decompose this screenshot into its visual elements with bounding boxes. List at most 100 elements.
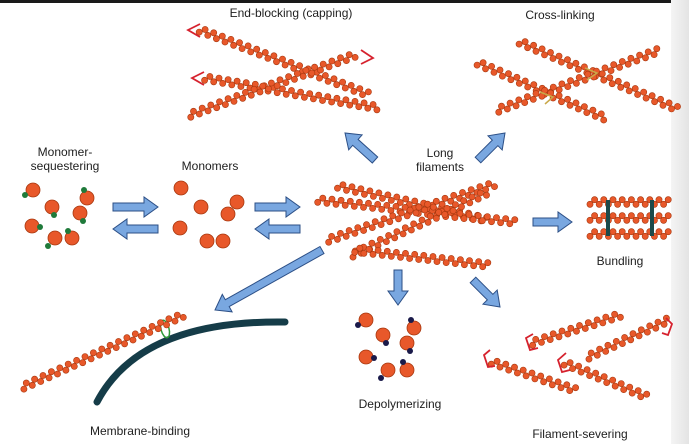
actin-subunit [378, 251, 386, 259]
actin-subunit [646, 322, 654, 330]
actin-subunit [496, 363, 504, 371]
actin-subunit [600, 373, 608, 380]
actin-subunit [210, 29, 218, 37]
actin-subunit [253, 45, 261, 53]
actin-subunit [137, 332, 145, 340]
actin-subunit [165, 315, 173, 323]
actin-subunit [267, 79, 275, 87]
actin-subunit [31, 375, 38, 383]
actin-subunit [618, 228, 626, 236]
bundling-protein [650, 200, 654, 236]
actin-subunit [619, 340, 626, 347]
membrane-bound-filament [20, 311, 187, 393]
actin-subunit [628, 228, 635, 236]
actin-subunit [333, 81, 341, 89]
actin-subunit [233, 77, 241, 85]
actin-subunit [140, 326, 148, 334]
actin-subunit [476, 189, 484, 197]
actin-subunit [591, 112, 599, 120]
depolymerizing-protein [407, 348, 413, 354]
actin-subunit [609, 212, 617, 220]
actin-subunit [591, 196, 598, 204]
actin-subunit [451, 214, 459, 221]
actin-subunit [591, 212, 598, 220]
depolymerized-monomer [358, 312, 374, 328]
actin-subunit [532, 90, 540, 97]
depolymerizing-protein [378, 375, 384, 381]
actin-subunit [403, 212, 411, 220]
sequestered-monomer [79, 190, 95, 206]
actin-subunit [655, 228, 663, 236]
actin-subunit [652, 324, 660, 332]
actin-subunit [123, 334, 131, 342]
actin-subunit [201, 26, 209, 33]
actin-subunit [555, 86, 563, 94]
actin-subunit [648, 92, 656, 100]
actin-subunit [566, 62, 574, 70]
actin-subunit [640, 88, 648, 96]
actin-subunit [359, 91, 366, 98]
actin-subunit [224, 95, 232, 103]
actin-subunit [567, 324, 575, 332]
actin-subunit [595, 200, 603, 208]
actin-subunit [412, 209, 420, 217]
actin-subunit [664, 196, 672, 204]
actin-subunit [479, 59, 487, 67]
actin-subunit [584, 70, 592, 78]
actin-subunit [609, 376, 617, 384]
actin-subunit [287, 59, 295, 66]
actin-subunit [148, 322, 156, 330]
actin-subunit [528, 369, 536, 377]
actin-subunit [56, 364, 64, 372]
actin-subunit [330, 75, 338, 83]
actin-subunit [355, 103, 363, 111]
depolymerized-monomer [375, 327, 391, 343]
arrow-sequestered-to-monomers [112, 196, 159, 218]
actin-subunit [364, 88, 372, 96]
membrane-layer [93, 318, 289, 406]
actin-subunit [484, 259, 492, 267]
cross-linking-protein [539, 91, 555, 105]
actin-subunit [659, 101, 667, 109]
actin-subunit [360, 99, 368, 107]
actin-subunit [538, 45, 546, 53]
arrow-to-end-blocking [344, 132, 379, 164]
long-filament [349, 189, 490, 261]
filament-capped [201, 73, 381, 114]
depolymerized-monomer [399, 335, 415, 351]
actin-subunit [54, 370, 61, 378]
actin-subunit [323, 199, 331, 207]
actin-subunit [392, 202, 400, 210]
actin-subunit [532, 335, 540, 343]
actin-subunit [346, 197, 354, 205]
actin-subunit [587, 349, 595, 357]
actin-subunit [324, 93, 332, 101]
actin-subunit [609, 228, 617, 236]
actin-subunit [416, 222, 424, 230]
actin-subunit [282, 79, 290, 86]
actin-subunit [343, 186, 350, 194]
actin-subunit [515, 40, 523, 48]
actin-subunit [64, 360, 72, 368]
actin-subunit [204, 32, 212, 39]
actin-subunit [351, 248, 359, 256]
actin-subunit [521, 77, 529, 85]
actin-subunit [558, 98, 565, 106]
actin-subunit [628, 389, 636, 397]
actin-subunit [614, 77, 622, 85]
actin-subunit [325, 63, 333, 71]
actin-subunit [644, 48, 652, 56]
actin-subunit [575, 105, 582, 113]
severing-protein-bracket [556, 352, 571, 374]
severing-protein-bracket [524, 333, 539, 352]
actin-subunit [195, 28, 203, 36]
actin-subunit [515, 80, 523, 87]
adjacent-page-edge [671, 0, 689, 444]
actin-subunit [650, 51, 658, 58]
sequestering-protein [80, 218, 86, 224]
depolymerizing-protein [371, 355, 377, 361]
actin-subunit [600, 116, 608, 124]
actin-subunit [600, 76, 608, 84]
actin-subunit [636, 51, 643, 59]
actin-subunit [383, 201, 391, 209]
